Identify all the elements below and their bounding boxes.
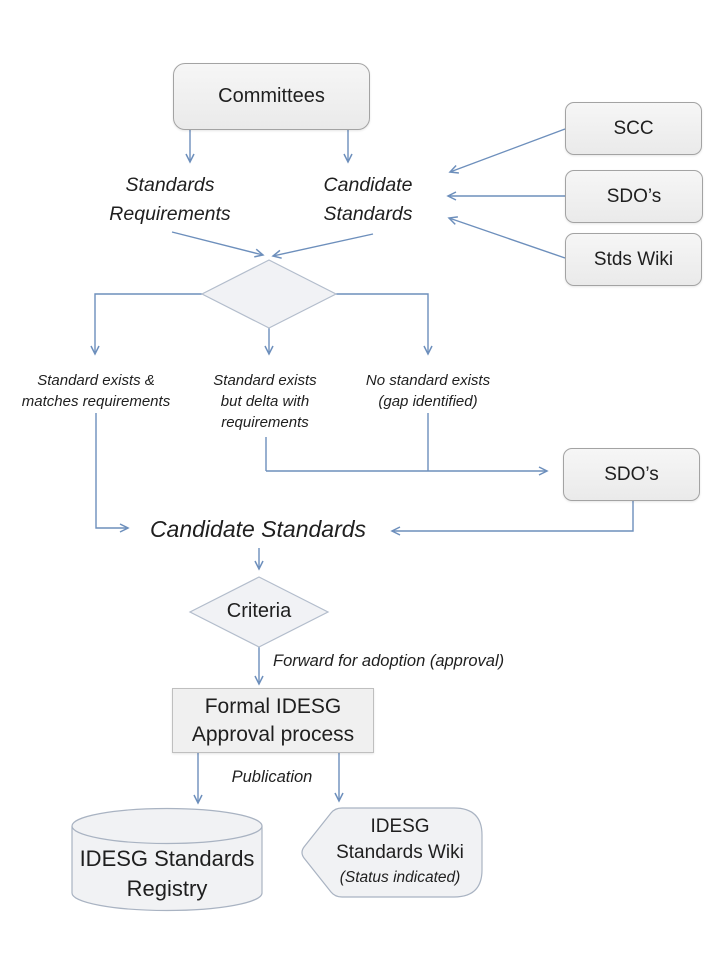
branch-delta-line: requirements [221,414,309,431]
candidate-standards-top-line: Standards [323,203,413,225]
connector-standards-requirements-to-decision [171,231,265,258]
branch-gap-label: No standard exists (gap identified) [338,370,518,412]
connector-branch-matches-to-candidate-main [95,413,130,533]
wiki-pentagon [301,807,483,898]
branch-delta-line: but delta with [220,393,310,410]
branch-delta-line: Standard exists [213,372,317,389]
committees-label: Committees [218,85,325,107]
candidate-standards-main-text: Candidate Standards [149,516,367,542]
standards-requirements-label: Standards Requirements [70,171,270,229]
criteria-text: Criteria [226,600,292,622]
branch-matches-line: Standard exists & [37,372,155,389]
forward-for-adoption-text: Forward for adoption (approval) [273,652,505,670]
scc-node: SCC [565,102,702,155]
criteria-label: Criteria [190,600,328,623]
branch-delta-label: Standard exists but delta with requireme… [175,370,355,433]
wiki-label: IDESG Standards Wiki (Status indicated) [318,814,482,889]
connector-scc-to-candidate-standards [448,128,566,174]
wiki-line: IDESG [370,816,430,837]
stds-wiki-label: Stds Wiki [593,248,674,270]
criteria-diamond [188,576,330,648]
wiki-line: Standards Wiki [336,842,464,863]
connector-stds-wiki-to-candidate-standards [447,216,566,259]
standards-requirements-line: Requirements [109,203,231,225]
candidate-standards-main-label: Candidate Standards [138,516,378,543]
committees-node: Committees [173,63,370,130]
branch-gap-line: (gap identified) [378,393,478,410]
connector-sdos-lower-to-candidate-main [390,499,634,536]
publication-text: Publication [231,768,313,786]
formal-approval-line: Approval process [191,722,355,746]
registry-cylinder-top [71,807,263,845]
connector-decision-to-branch-gap [336,293,433,356]
sdos-lower-node: SDO’s [563,448,700,501]
registry-line: IDESG Standards [79,846,255,871]
connector-candidate-standards-to-decision [271,233,374,259]
sdos-top-label: SDO’s [606,185,662,207]
branch-gap-line: No standard exists [365,372,491,389]
sdos-top-node: SDO’s [565,170,703,223]
formal-approval-node: Formal IDESG Approval process [172,688,374,753]
candidate-standards-top-line: Candidate [323,174,413,196]
connector-decision-to-branch-matches [90,293,202,356]
publication-label: Publication [226,768,318,787]
registry-label: IDESG Standards Registry [77,844,257,904]
registry-cylinder-body [71,826,263,912]
standards-requirements-line: Standards [125,174,215,196]
formal-approval-line: Formal IDESG [204,694,342,718]
branch-matches-line: matches requirements [21,393,171,410]
registry-line: Registry [126,876,208,901]
candidate-standards-top-label: Candidate Standards [268,171,468,229]
wiki-status-line: (Status indicated) [339,869,461,886]
branch-matches-label: Standard exists & matches requirements [6,370,186,412]
decision-diamond [200,259,338,329]
sdos-lower-label: SDO’s [604,463,659,485]
stds-wiki-node: Stds Wiki [565,233,702,286]
scc-label: SCC [613,117,654,139]
forward-for-adoption-label: Forward for adoption (approval) [273,652,504,671]
